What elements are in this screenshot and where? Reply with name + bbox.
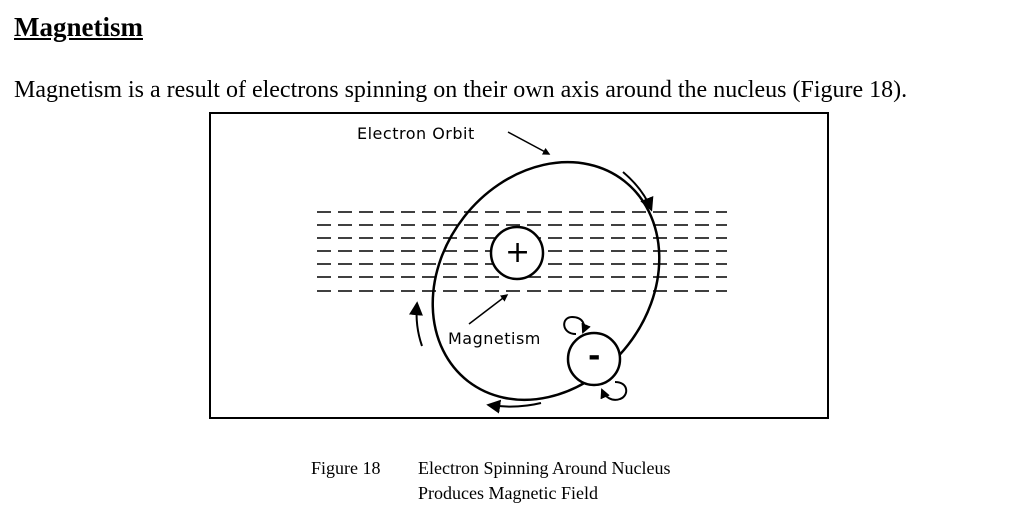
spin-arrow-bottom — [600, 381, 628, 401]
electron — [566, 331, 622, 387]
spin-arrow-top — [563, 315, 591, 335]
figure-caption: Figure 18 Electron Spinning Around Nucle… — [311, 456, 670, 506]
magnetism-diagram — [317, 131, 727, 414]
intro-paragraph: Magnetism is a result of electrons spinn… — [14, 77, 908, 103]
nucleus — [489, 225, 545, 281]
orbit-arrow-bottom — [486, 399, 542, 414]
magnetism-label: Magnetism — [446, 329, 543, 349]
electron-orbit-label: Electron Orbit — [357, 124, 475, 143]
electron-orbit — [431, 160, 661, 402]
figure-number: Figure 18 — [311, 458, 381, 478]
figure-18-diagram: Electron Orbit Magnetism + - — [209, 112, 829, 419]
electron-minus-sign: - — [588, 339, 601, 374]
section-heading: Magnetism — [14, 12, 143, 42]
orbit-leader-line — [507, 131, 551, 155]
caption-line-2: Produces Magnetic Field — [418, 483, 598, 503]
magnetism-leader-line — [468, 294, 509, 325]
orbit-arrow-left — [409, 301, 423, 347]
caption-line-1: Electron Spinning Around Nucleus — [418, 458, 671, 478]
orbit-arrow-top-right — [622, 171, 654, 212]
nucleus-plus-sign: + — [505, 235, 531, 270]
